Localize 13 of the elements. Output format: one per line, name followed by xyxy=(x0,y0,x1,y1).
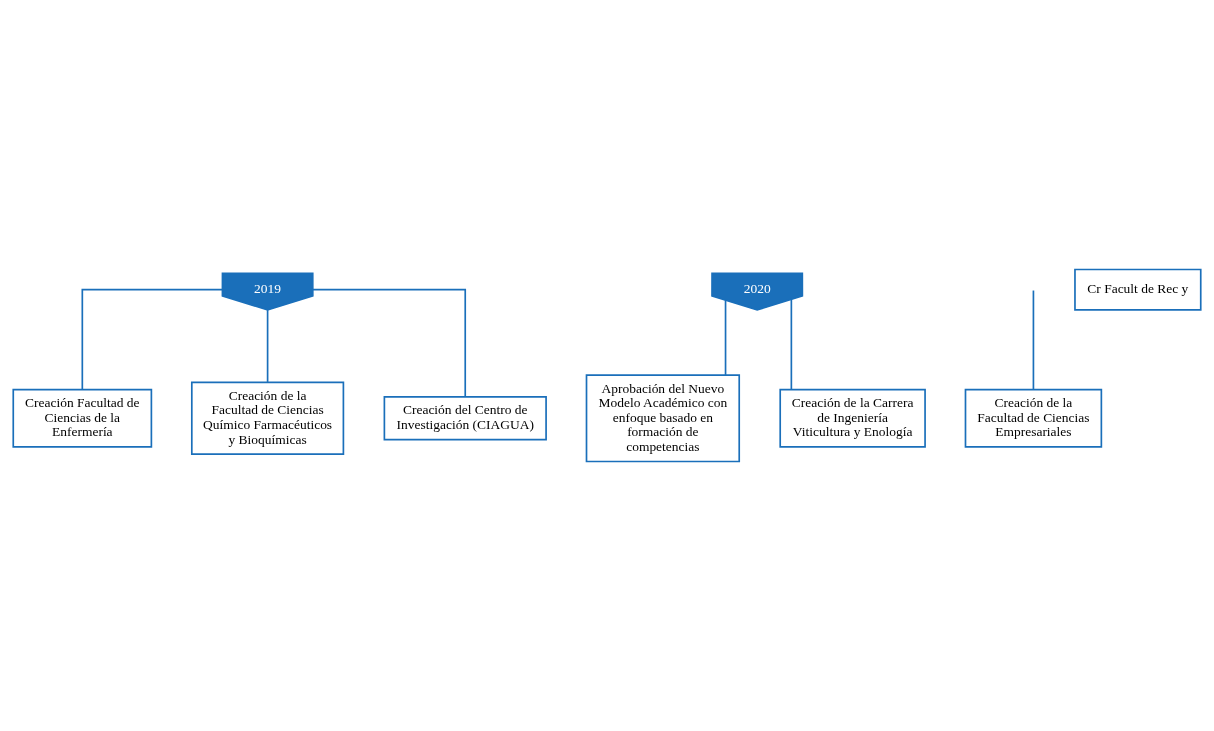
node-box: Creación del Centro de Investigación (CIAGUA) xyxy=(383,396,547,441)
connector xyxy=(790,298,793,391)
node-box: Creación de la Facultad de Ciencias Químico Farmacéuticos y Bioquímicas xyxy=(190,381,345,456)
node-box: Creación de la Facultad de Ciencias Empresariales xyxy=(964,388,1103,448)
connector xyxy=(312,288,467,398)
node-box: Cr Facult de Rec y xyxy=(1074,268,1202,311)
node-box: Creación Facultad de Ciencias de la Enfermería xyxy=(12,388,153,448)
node-box: Creación de la Carrera de Ingeniería Viticultura y Enología xyxy=(779,388,926,448)
connector xyxy=(1032,289,1035,391)
node-box: Aprobación del Nuevo Modelo Académico con enfoque basado en formación de competencias xyxy=(585,374,741,463)
connector xyxy=(81,288,224,391)
connector xyxy=(266,309,269,383)
connector xyxy=(724,299,727,376)
